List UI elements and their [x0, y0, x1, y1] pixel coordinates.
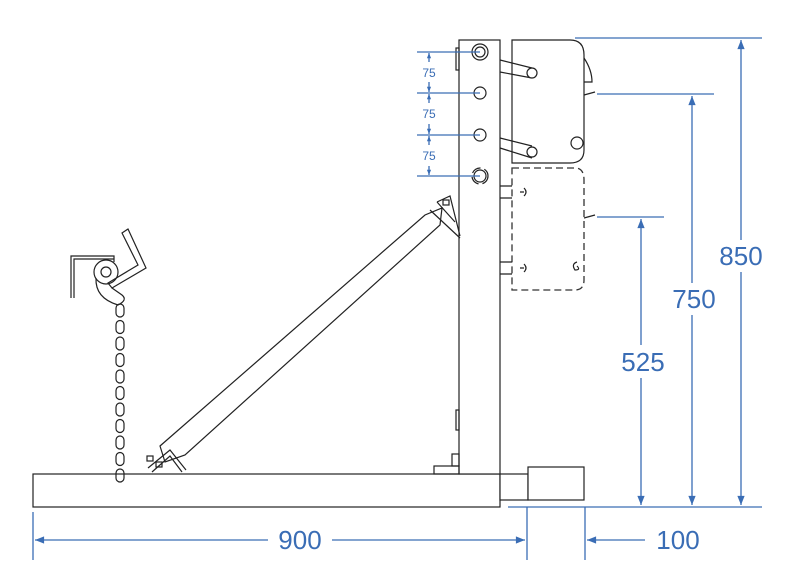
- fork-offset-label: 100: [656, 525, 699, 555]
- chain-link: [115, 336, 125, 351]
- chain-link: [115, 352, 125, 368]
- hole-pitch-dimensions: 75 75 75: [417, 51, 480, 177]
- chain-link: [115, 369, 125, 384]
- chain-link: [115, 451, 125, 467]
- chain-link: [115, 402, 125, 417]
- chain-link: [115, 418, 125, 434]
- height-mid-label: 750: [672, 284, 715, 314]
- fork-pocket-stub: [499, 473, 529, 501]
- pitch-label-1: 75: [422, 66, 436, 80]
- base-length-label: 900: [278, 525, 321, 555]
- chain-hook-bracket: [70, 228, 147, 306]
- drum-clamp-lower-dashed: [500, 167, 596, 291]
- drum-clamp-upper: [499, 39, 596, 164]
- mast: [433, 39, 501, 475]
- chain-link: [115, 435, 125, 450]
- chain-link: [115, 468, 125, 483]
- length-dimensions: 900 100: [32, 507, 700, 560]
- height-top-label: 850: [719, 241, 762, 271]
- chain: [115, 303, 125, 483]
- pitch-label-2: 75: [422, 107, 436, 121]
- fork-pocket: [527, 466, 585, 501]
- height-dimensions: 850 750 525: [508, 37, 763, 508]
- diagonal-brace: [146, 195, 461, 473]
- chain-link: [115, 319, 125, 335]
- chain-link: [115, 303, 125, 318]
- base-beam: [32, 473, 501, 508]
- height-low-label: 525: [621, 347, 664, 377]
- pitch-label-3: 75: [422, 149, 436, 163]
- chain-link: [115, 385, 125, 401]
